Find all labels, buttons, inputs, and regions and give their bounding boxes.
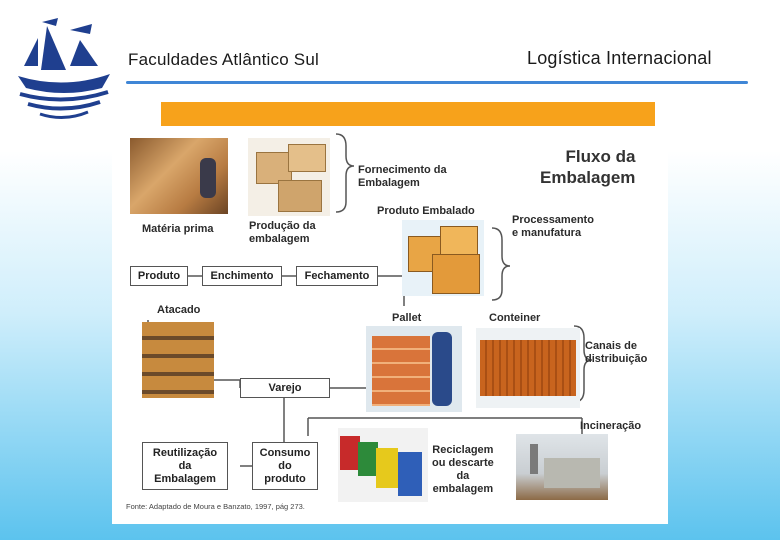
ship-logo-icon [18, 18, 110, 119]
label-incineracao: Incineração [580, 420, 642, 432]
label-atacado: Atacado [157, 304, 201, 316]
box-produto: Produto [130, 266, 188, 286]
label-pallet: Pallet [392, 312, 422, 324]
label-canais: Canais de distribuição [585, 340, 648, 365]
label-materia-prima: Matéria prima [142, 223, 214, 235]
container-photo [476, 328, 580, 408]
course-title: Logística Internacional [527, 48, 712, 68]
label-fornecimento: Fornecimento da Embalagem [358, 164, 447, 189]
warehouse-photo [142, 322, 214, 398]
label-conteiner: Conteiner [489, 312, 541, 324]
recycling-bins-photo [338, 428, 428, 502]
empty-boxes-photo [248, 138, 330, 216]
source-caption: Fonte: Adaptado de Moura e Banzato, 1997… [126, 502, 305, 511]
label-processamento: Processamento e manufatura [512, 214, 594, 239]
orange-band [161, 102, 655, 126]
header-rule [126, 81, 748, 84]
box-consumo: Consumo do produto [252, 442, 318, 490]
diagram-title: Fluxo da Embalagem [540, 147, 636, 187]
label-produto-embalado: Produto Embalado [377, 205, 475, 217]
box-reutilizacao: Reutilização da Embalagem [142, 442, 228, 490]
box-varejo: Varejo [240, 378, 330, 398]
institution-name: Faculdades Atlântico Sul [128, 50, 319, 69]
packed-boxes-photo [402, 220, 484, 296]
label-producao-embalagem: Produção da embalagem [249, 220, 316, 245]
pallet-photo [366, 326, 462, 412]
label-reciclagem: Reciclagem ou descarte da embalagem [432, 444, 494, 495]
incinerator-photo [516, 434, 608, 500]
box-fechamento: Fechamento [296, 266, 378, 286]
diagram-panel: Fornecimento da Embalagem Matéria prima … [112, 90, 668, 524]
box-enchimento: Enchimento [202, 266, 282, 286]
raw-material-photo [130, 138, 228, 214]
